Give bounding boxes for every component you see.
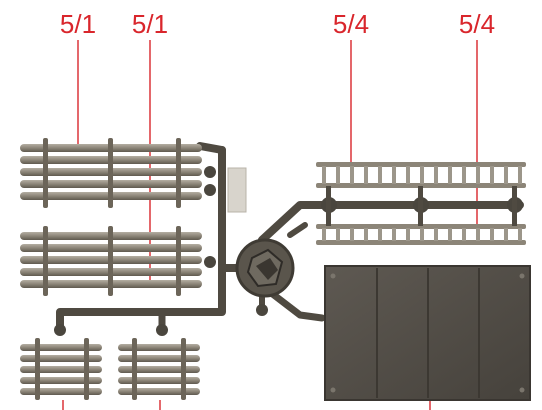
runner-vertical bbox=[56, 146, 226, 334]
runner-top-hook bbox=[196, 142, 226, 154]
ladder-part-upper bbox=[316, 162, 526, 188]
label-5-4-left: 5/4 bbox=[333, 9, 369, 39]
label-5-1-right: 5/1 bbox=[132, 9, 168, 39]
sprue-hub bbox=[235, 238, 295, 298]
runner-knob bbox=[204, 256, 216, 268]
sprue-tag bbox=[227, 167, 247, 213]
runner-knob bbox=[54, 324, 66, 336]
runner-knob bbox=[256, 304, 268, 316]
runner-to-ladder bbox=[258, 201, 524, 244]
label-5-4-right: 5/4 bbox=[459, 9, 495, 39]
runner-knob bbox=[204, 166, 216, 178]
fence-part-bottom-middle bbox=[118, 338, 200, 400]
ladder-part-lower bbox=[316, 186, 526, 245]
runner-top-right-stub bbox=[287, 222, 308, 238]
runner-knob bbox=[156, 324, 168, 336]
fence-part-middle-left bbox=[20, 226, 202, 296]
wall-panel-part bbox=[324, 265, 531, 401]
label-5-1-left: 5/1 bbox=[60, 9, 96, 39]
runner-knob bbox=[204, 184, 216, 196]
runner-knobs bbox=[54, 166, 523, 336]
runner-to-panel bbox=[266, 288, 326, 322]
fence-part-bottom-left bbox=[20, 338, 102, 400]
fence-part-top-left bbox=[20, 138, 202, 208]
